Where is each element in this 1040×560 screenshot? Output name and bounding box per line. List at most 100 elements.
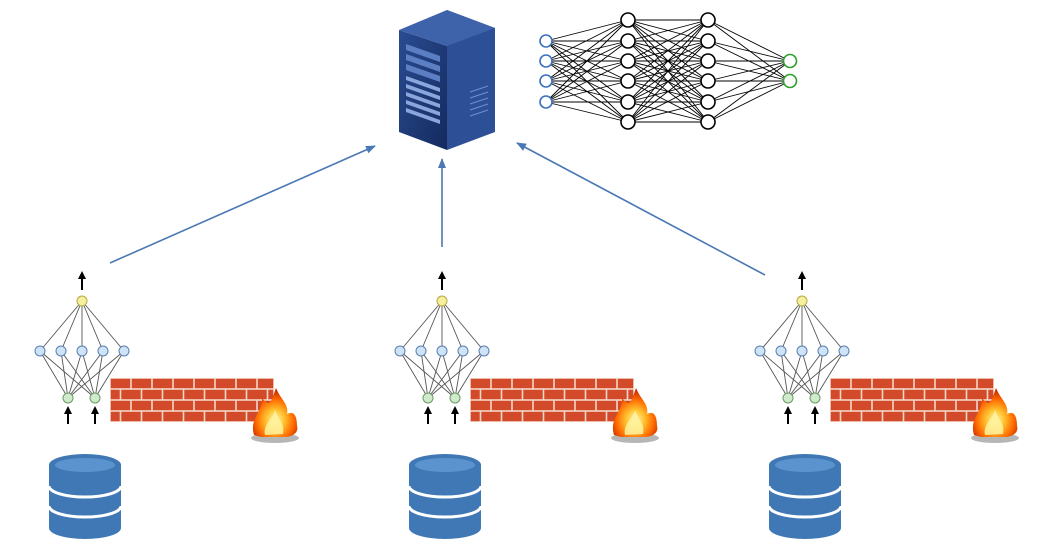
model-edge	[94, 350, 104, 399]
brick	[470, 378, 491, 389]
model-edge	[814, 350, 845, 399]
brick	[862, 389, 882, 400]
brick	[110, 411, 120, 422]
brick	[883, 389, 903, 400]
brick	[841, 411, 861, 422]
brick	[628, 389, 634, 400]
brick	[121, 411, 141, 422]
brick	[872, 400, 893, 411]
hidden-node	[34, 345, 46, 357]
arrow-client-1-to-server	[109, 145, 376, 264]
brick	[830, 389, 840, 400]
input-node	[539, 74, 553, 88]
model-edge	[441, 300, 464, 352]
brick-firewall-icon	[470, 378, 634, 422]
database-stripe	[407, 485, 483, 499]
global-network-nodes	[539, 12, 798, 130]
fire-icon	[251, 388, 299, 443]
network-edge	[627, 101, 709, 123]
brick	[152, 400, 173, 411]
brick	[205, 389, 225, 400]
brick	[163, 389, 183, 400]
model-edge	[67, 350, 125, 399]
input-node	[449, 392, 461, 404]
brick	[851, 378, 872, 389]
local-model	[34, 271, 130, 424]
brick	[914, 378, 935, 389]
global-network-edges	[545, 19, 791, 123]
brick	[512, 378, 533, 389]
flame-core	[624, 410, 644, 435]
fire-icon	[611, 388, 659, 443]
brick	[184, 411, 204, 422]
hidden-node	[700, 53, 716, 69]
network-edge	[627, 80, 709, 123]
server-rack-icon	[399, 10, 495, 150]
brick	[586, 389, 606, 400]
input-node	[782, 392, 794, 404]
upload-arrows	[109, 142, 766, 276]
output-node	[76, 295, 88, 307]
brick	[512, 400, 533, 411]
brick	[184, 389, 204, 400]
model-edge	[420, 300, 443, 352]
brick	[841, 389, 861, 400]
database-bottom	[49, 517, 121, 539]
hidden-node	[457, 345, 469, 357]
hidden-node	[97, 345, 109, 357]
brick	[205, 411, 225, 422]
database-stripe	[47, 505, 123, 519]
brick	[914, 400, 935, 411]
model-edge	[787, 350, 803, 399]
brick	[988, 389, 994, 400]
model-edge	[787, 350, 824, 399]
database-icon	[47, 454, 123, 539]
model-edge	[81, 300, 125, 352]
hidden-node	[394, 345, 406, 357]
brick	[194, 400, 215, 411]
model-edge	[81, 350, 96, 399]
brick	[491, 400, 512, 411]
database-bottom	[409, 517, 481, 539]
model-edge	[759, 350, 789, 399]
brick	[893, 400, 914, 411]
brick	[893, 378, 914, 389]
brick	[523, 389, 543, 400]
brick	[481, 411, 501, 422]
brick	[470, 411, 480, 422]
model-edge	[780, 300, 803, 352]
brick	[554, 400, 575, 411]
network-edge	[627, 60, 709, 123]
model-edge	[441, 300, 485, 352]
model-edge	[420, 350, 456, 399]
brick	[110, 389, 120, 400]
hidden-node	[118, 345, 130, 357]
hidden-node	[700, 73, 716, 89]
arrow-client-3-to-server	[516, 142, 766, 276]
hidden-node	[620, 94, 636, 110]
brick-firewall-icon	[110, 378, 274, 422]
database-top-highlight	[55, 458, 115, 472]
hidden-node	[754, 345, 766, 357]
model-edge	[427, 350, 464, 399]
network-edge	[627, 19, 709, 103]
model-edge	[801, 300, 824, 352]
hidden-node	[796, 345, 808, 357]
hidden-node	[620, 73, 636, 89]
network-edge	[545, 60, 629, 103]
model-edge	[39, 300, 83, 352]
input-node	[62, 392, 74, 404]
brick	[565, 411, 585, 422]
brick	[131, 400, 152, 411]
brick	[904, 389, 924, 400]
brick	[851, 400, 872, 411]
hidden-node	[775, 345, 787, 357]
brick	[862, 411, 882, 422]
hidden-node	[700, 33, 716, 49]
network-edge	[545, 19, 629, 62]
hidden-node	[620, 12, 636, 28]
hidden-node	[700, 12, 716, 28]
model-edge	[399, 350, 429, 399]
server-side-vents	[469, 85, 489, 117]
